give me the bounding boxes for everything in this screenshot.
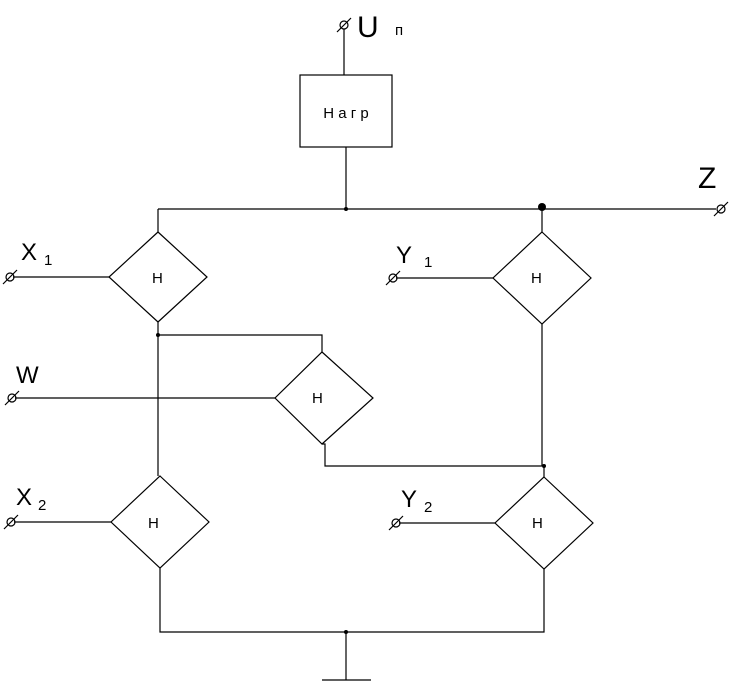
x2-symbol: X	[16, 484, 32, 511]
y2-symbol: Y	[401, 486, 417, 513]
load-label: Н а г р	[323, 105, 369, 122]
junction-y1	[538, 203, 546, 211]
x2-index: 2	[38, 497, 46, 514]
y1-symbol: Y	[396, 242, 412, 269]
junction-load	[344, 207, 348, 211]
element-4-label: H	[148, 515, 159, 532]
x1-index: 1	[44, 252, 52, 269]
output-label: Z	[698, 162, 716, 195]
e1-to-e3-wire	[158, 334, 323, 352]
element-1-label: H	[152, 270, 163, 287]
w-terminal	[4, 390, 20, 406]
w-symbol: W	[16, 362, 39, 389]
supply-symbol: U	[357, 11, 379, 44]
x1-symbol: X	[21, 239, 37, 266]
element-2-label: H	[531, 270, 542, 287]
e4-to-bottom-bus-wire	[159, 568, 346, 633]
element-4	[110, 475, 210, 569]
y2-index: 2	[424, 499, 432, 516]
y1-index: 1	[424, 254, 432, 271]
element-2	[492, 231, 592, 325]
element-3	[274, 351, 374, 445]
output-terminal	[713, 201, 729, 217]
x1-terminal	[2, 269, 18, 285]
e3-to-junction-wire	[322, 443, 542, 467]
e5-to-bottom-bus-wire	[346, 569, 545, 633]
supply-subscript: п	[395, 22, 403, 39]
element-5-label: H	[532, 515, 543, 532]
y2-terminal	[388, 515, 404, 531]
element-3-label: H	[312, 390, 323, 407]
load-box	[299, 74, 393, 148]
element-5	[494, 476, 594, 570]
x2-terminal	[3, 514, 19, 530]
y1-terminal	[385, 270, 401, 286]
